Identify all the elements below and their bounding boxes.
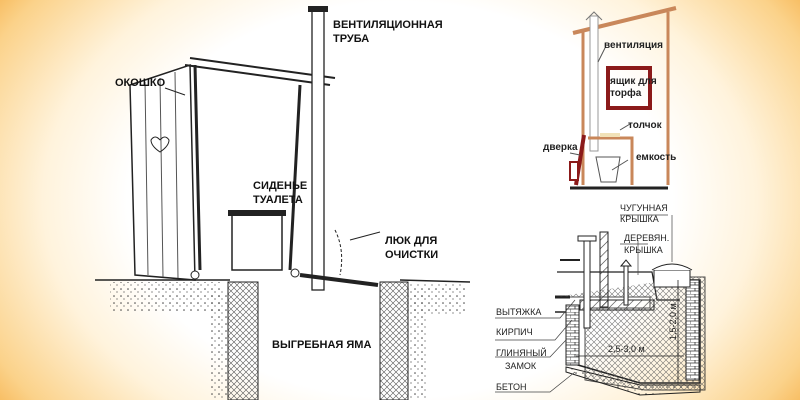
label-vent-pipe-1: ВЕНТИЛЯЦИОННАЯ bbox=[333, 19, 443, 31]
top-right-outhouse-diagram: вентиляция ящик для торфа толчок дверка … bbox=[543, 6, 677, 190]
outhouse-door bbox=[129, 63, 196, 281]
frame bbox=[193, 64, 302, 271]
cleaning-hatch bbox=[299, 273, 379, 287]
wooden-lid bbox=[653, 269, 691, 288]
heart-icon bbox=[150, 136, 170, 153]
label-concrete: БЕТОН bbox=[496, 382, 527, 392]
label-cast-iron-lid-1: ЧУГУННАЯ bbox=[620, 203, 668, 213]
label-cast-iron-lid-2: КРЫШКА bbox=[620, 214, 659, 224]
toilet-seat bbox=[231, 214, 283, 271]
label-hatch-2: ОЧИСТКИ bbox=[385, 249, 438, 261]
roof bbox=[184, 57, 336, 86]
peat-box bbox=[606, 66, 652, 110]
label-container: емкость bbox=[636, 152, 676, 163]
exhaust-pipe bbox=[583, 237, 591, 329]
cesspit-cross-section: ЧУГУННАЯ КРЫШКА ДЕРЕВЯН. КРЫШКА ВЫТЯЖКА … bbox=[495, 203, 706, 396]
pit-wall-right bbox=[379, 281, 409, 400]
label-vent-pipe-2: ТРУБА bbox=[333, 33, 369, 45]
brick-wall-right bbox=[685, 279, 700, 381]
brick-wall-left bbox=[565, 304, 580, 366]
label-seat-2: ТУАЛЕТА bbox=[253, 194, 303, 206]
slab bbox=[579, 299, 655, 311]
walls bbox=[581, 12, 670, 185]
label-clay-lock-2: ЗАМОК bbox=[505, 361, 537, 371]
label-seat: толчок bbox=[628, 120, 663, 131]
label-door: дверка bbox=[543, 142, 578, 153]
label-width: 2,5-3,0 м bbox=[608, 344, 645, 354]
label-peat-box-1: ящик для bbox=[610, 76, 657, 87]
label-wooden-lid-1: ДЕРЕВЯН. bbox=[624, 233, 669, 243]
label-clay-lock-1: ГЛИНЯНЫЙ bbox=[496, 347, 547, 358]
cast-iron-lid bbox=[651, 263, 693, 271]
ventilation-pipe bbox=[589, 15, 599, 152]
left-outhouse-diagram: ОКОШКО ВЕНТИЛЯЦИОННАЯ ТРУБА СИДЕНЬЕ ТУАЛ… bbox=[95, 6, 471, 400]
concrete-base bbox=[565, 366, 701, 396]
label-pit: ВЫГРЕБНАЯ ЯМА bbox=[272, 339, 371, 351]
pit-wall-left bbox=[227, 281, 259, 400]
label-window: ОКОШКО bbox=[115, 77, 166, 89]
label-hatch-1: ЛЮК ДЛЯ bbox=[385, 235, 437, 247]
label-depth: 1,5-2,0 м bbox=[668, 303, 678, 340]
label-ventilation: вентиляция bbox=[604, 40, 663, 51]
container bbox=[595, 156, 621, 183]
label-exhaust: ВЫТЯЖКА bbox=[496, 307, 541, 317]
label-brick: КИРПИЧ bbox=[496, 327, 533, 337]
ground-line bbox=[95, 279, 471, 283]
vent-pipe bbox=[311, 9, 325, 291]
roof bbox=[572, 6, 677, 35]
label-seat-1: СИДЕНЬЕ bbox=[253, 180, 307, 192]
label-peat-box-2: торфа bbox=[610, 87, 642, 99]
label-wooden-lid-2: КРЫШКА bbox=[624, 245, 663, 255]
ground-texture bbox=[110, 282, 220, 312]
